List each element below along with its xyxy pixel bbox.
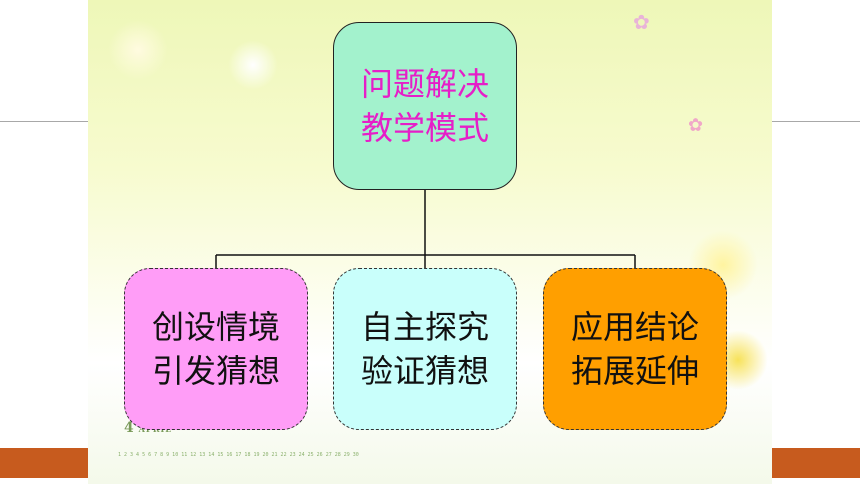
child-node-3: 应用结论 拓展延伸	[543, 268, 727, 430]
child-node-3-line-1: 应用结论	[570, 308, 699, 346]
butterfly-icon: ✿	[688, 115, 704, 136]
child-node-1-line-2: 引发猜想	[151, 352, 280, 390]
root-node: 问题解决 教学模式	[333, 22, 517, 190]
child-node-3-line-2: 拓展延伸	[570, 352, 699, 390]
child-node-2-line-1: 自主探究	[360, 308, 489, 346]
month-number: 4	[124, 420, 134, 436]
divider-line-right	[772, 121, 860, 122]
child-node-1-line-1: 创设情境	[151, 308, 280, 346]
root-node-line-2: 教学模式	[360, 109, 489, 147]
accent-bar-right	[772, 448, 860, 478]
flower-decoration-icon	[228, 40, 278, 90]
butterfly-icon: ✿	[633, 10, 650, 34]
divider-line-left	[0, 121, 88, 122]
accent-bar-left	[0, 448, 88, 478]
child-node-2: 自主探究 验证猜想	[333, 268, 517, 430]
root-node-line-1: 问题解决	[360, 65, 489, 103]
child-node-2-line-2: 验证猜想	[360, 352, 489, 390]
calendar-days-strip: 1 2 3 4 5 6 7 8 9 10 11 12 13 14 15 16 1…	[118, 452, 359, 458]
child-node-1: 创设情境 引发猜想	[124, 268, 308, 430]
flower-decoration-icon	[108, 20, 168, 80]
